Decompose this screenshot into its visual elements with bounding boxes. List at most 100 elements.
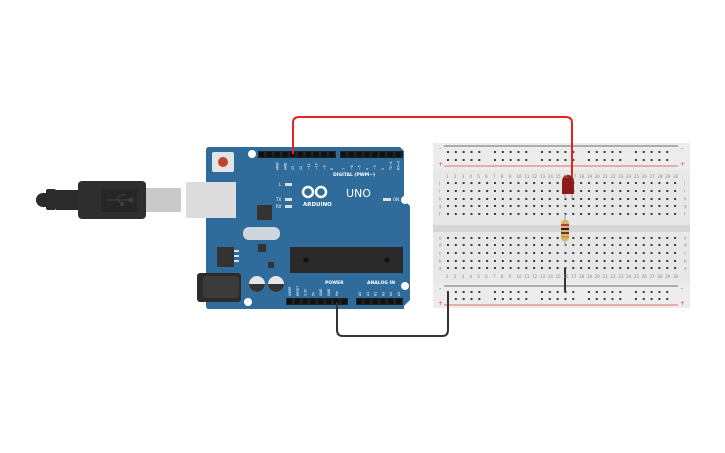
breadboard-hole[interactable]: [493, 190, 496, 192]
breadboard-hole[interactable]: [548, 198, 551, 200]
breadboard-hole[interactable]: [501, 260, 504, 262]
header-pin[interactable]: [348, 152, 354, 157]
breadboard-hole[interactable]: [470, 244, 473, 246]
header-pin[interactable]: [364, 299, 370, 304]
breadboard-hole[interactable]: [486, 267, 489, 269]
rail-hole[interactable]: [454, 298, 457, 300]
rail-hole[interactable]: [454, 159, 457, 161]
breadboard-hole[interactable]: [509, 237, 512, 239]
breadboard-hole[interactable]: [501, 213, 504, 215]
breadboard-hole[interactable]: [509, 205, 512, 207]
rail-hole[interactable]: [564, 298, 567, 300]
breadboard-hole[interactable]: [493, 267, 496, 269]
breadboard-hole[interactable]: [501, 237, 504, 239]
rail-hole[interactable]: [595, 298, 598, 300]
header-pin[interactable]: [290, 152, 296, 157]
rail-hole[interactable]: [642, 298, 645, 300]
rail-hole[interactable]: [501, 298, 504, 300]
breadboard-hole[interactable]: [556, 244, 559, 246]
breadboard-hole[interactable]: [611, 252, 614, 254]
rail-hole[interactable]: [603, 159, 606, 161]
breadboard-hole[interactable]: [525, 213, 528, 215]
rail-hole[interactable]: [548, 298, 551, 300]
rail-hole[interactable]: [501, 291, 504, 293]
breadboard-hole[interactable]: [533, 182, 536, 184]
breadboard-hole[interactable]: [674, 237, 677, 239]
breadboard-hole[interactable]: [611, 244, 614, 246]
breadboard-hole[interactable]: [666, 213, 669, 215]
breadboard-hole[interactable]: [650, 205, 653, 207]
breadboard-hole[interactable]: [509, 260, 512, 262]
breadboard-hole[interactable]: [627, 213, 630, 215]
rail-hole[interactable]: [540, 291, 543, 293]
breadboard-hole[interactable]: [509, 198, 512, 200]
breadboard-hole[interactable]: [658, 213, 661, 215]
breadboard-hole[interactable]: [619, 252, 622, 254]
breadboard-hole[interactable]: [642, 237, 645, 239]
breadboard-hole[interactable]: [517, 244, 520, 246]
rail-hole[interactable]: [634, 298, 637, 300]
breadboard-hole[interactable]: [486, 198, 489, 200]
resistor[interactable]: [561, 214, 569, 246]
breadboard-hole[interactable]: [666, 198, 669, 200]
breadboard-hole[interactable]: [619, 244, 622, 246]
breadboard-hole[interactable]: [486, 213, 489, 215]
breadboard-hole[interactable]: [650, 237, 653, 239]
rail-hole[interactable]: [650, 291, 653, 293]
breadboard-hole[interactable]: [658, 182, 661, 184]
breadboard-hole[interactable]: [658, 260, 661, 262]
rail-hole[interactable]: [611, 298, 614, 300]
breadboard-hole[interactable]: [572, 244, 575, 246]
breadboard-hole[interactable]: [650, 190, 653, 192]
breadboard-hole[interactable]: [587, 190, 590, 192]
breadboard-hole[interactable]: [517, 182, 520, 184]
rail-hole[interactable]: [509, 291, 512, 293]
header-pin[interactable]: [387, 152, 393, 157]
rail-hole[interactable]: [619, 159, 622, 161]
breadboard-hole[interactable]: [525, 260, 528, 262]
rail-hole[interactable]: [478, 291, 481, 293]
usb-cable[interactable]: [36, 181, 181, 219]
breadboard-hole[interactable]: [650, 198, 653, 200]
rail-hole[interactable]: [517, 151, 520, 153]
rail-hole[interactable]: [525, 151, 528, 153]
breadboard-hole[interactable]: [642, 198, 645, 200]
rail-hole[interactable]: [587, 291, 590, 293]
breadboard-hole[interactable]: [564, 205, 567, 207]
breadboard-hole[interactable]: [611, 205, 614, 207]
breadboard-hole[interactable]: [517, 198, 520, 200]
breadboard-hole[interactable]: [517, 237, 520, 239]
header-pin[interactable]: [356, 152, 362, 157]
breadboard-hole[interactable]: [462, 237, 465, 239]
breadboard-hole[interactable]: [486, 205, 489, 207]
rail-hole[interactable]: [572, 151, 575, 153]
breadboard-hole[interactable]: [525, 244, 528, 246]
rail-hole[interactable]: [658, 151, 661, 153]
breadboard-hole[interactable]: [470, 182, 473, 184]
breadboard-hole[interactable]: [533, 244, 536, 246]
breadboard-hole[interactable]: [603, 260, 606, 262]
breadboard-hole[interactable]: [611, 213, 614, 215]
breadboard-hole[interactable]: [454, 237, 457, 239]
breadboard-hole[interactable]: [517, 213, 520, 215]
breadboard-hole[interactable]: [548, 267, 551, 269]
breadboard-hole[interactable]: [447, 260, 449, 262]
rail-hole[interactable]: [666, 159, 669, 161]
breadboard-hole[interactable]: [627, 205, 630, 207]
breadboard-hole[interactable]: [603, 205, 606, 207]
rail-hole[interactable]: [603, 298, 606, 300]
rail-hole[interactable]: [470, 291, 473, 293]
breadboard-hole[interactable]: [580, 267, 583, 269]
header-pin[interactable]: [341, 152, 346, 157]
breadboard-hole[interactable]: [470, 237, 473, 239]
breadboard-hole[interactable]: [509, 244, 512, 246]
rail-hole[interactable]: [470, 151, 473, 153]
rail-hole[interactable]: [611, 291, 614, 293]
breadboard-hole[interactable]: [454, 182, 457, 184]
breadboard-hole[interactable]: [533, 213, 536, 215]
breadboard-hole[interactable]: [650, 267, 653, 269]
breadboard-hole[interactable]: [627, 237, 630, 239]
header-pin[interactable]: [388, 299, 394, 304]
breadboard-hole[interactable]: [572, 252, 575, 254]
